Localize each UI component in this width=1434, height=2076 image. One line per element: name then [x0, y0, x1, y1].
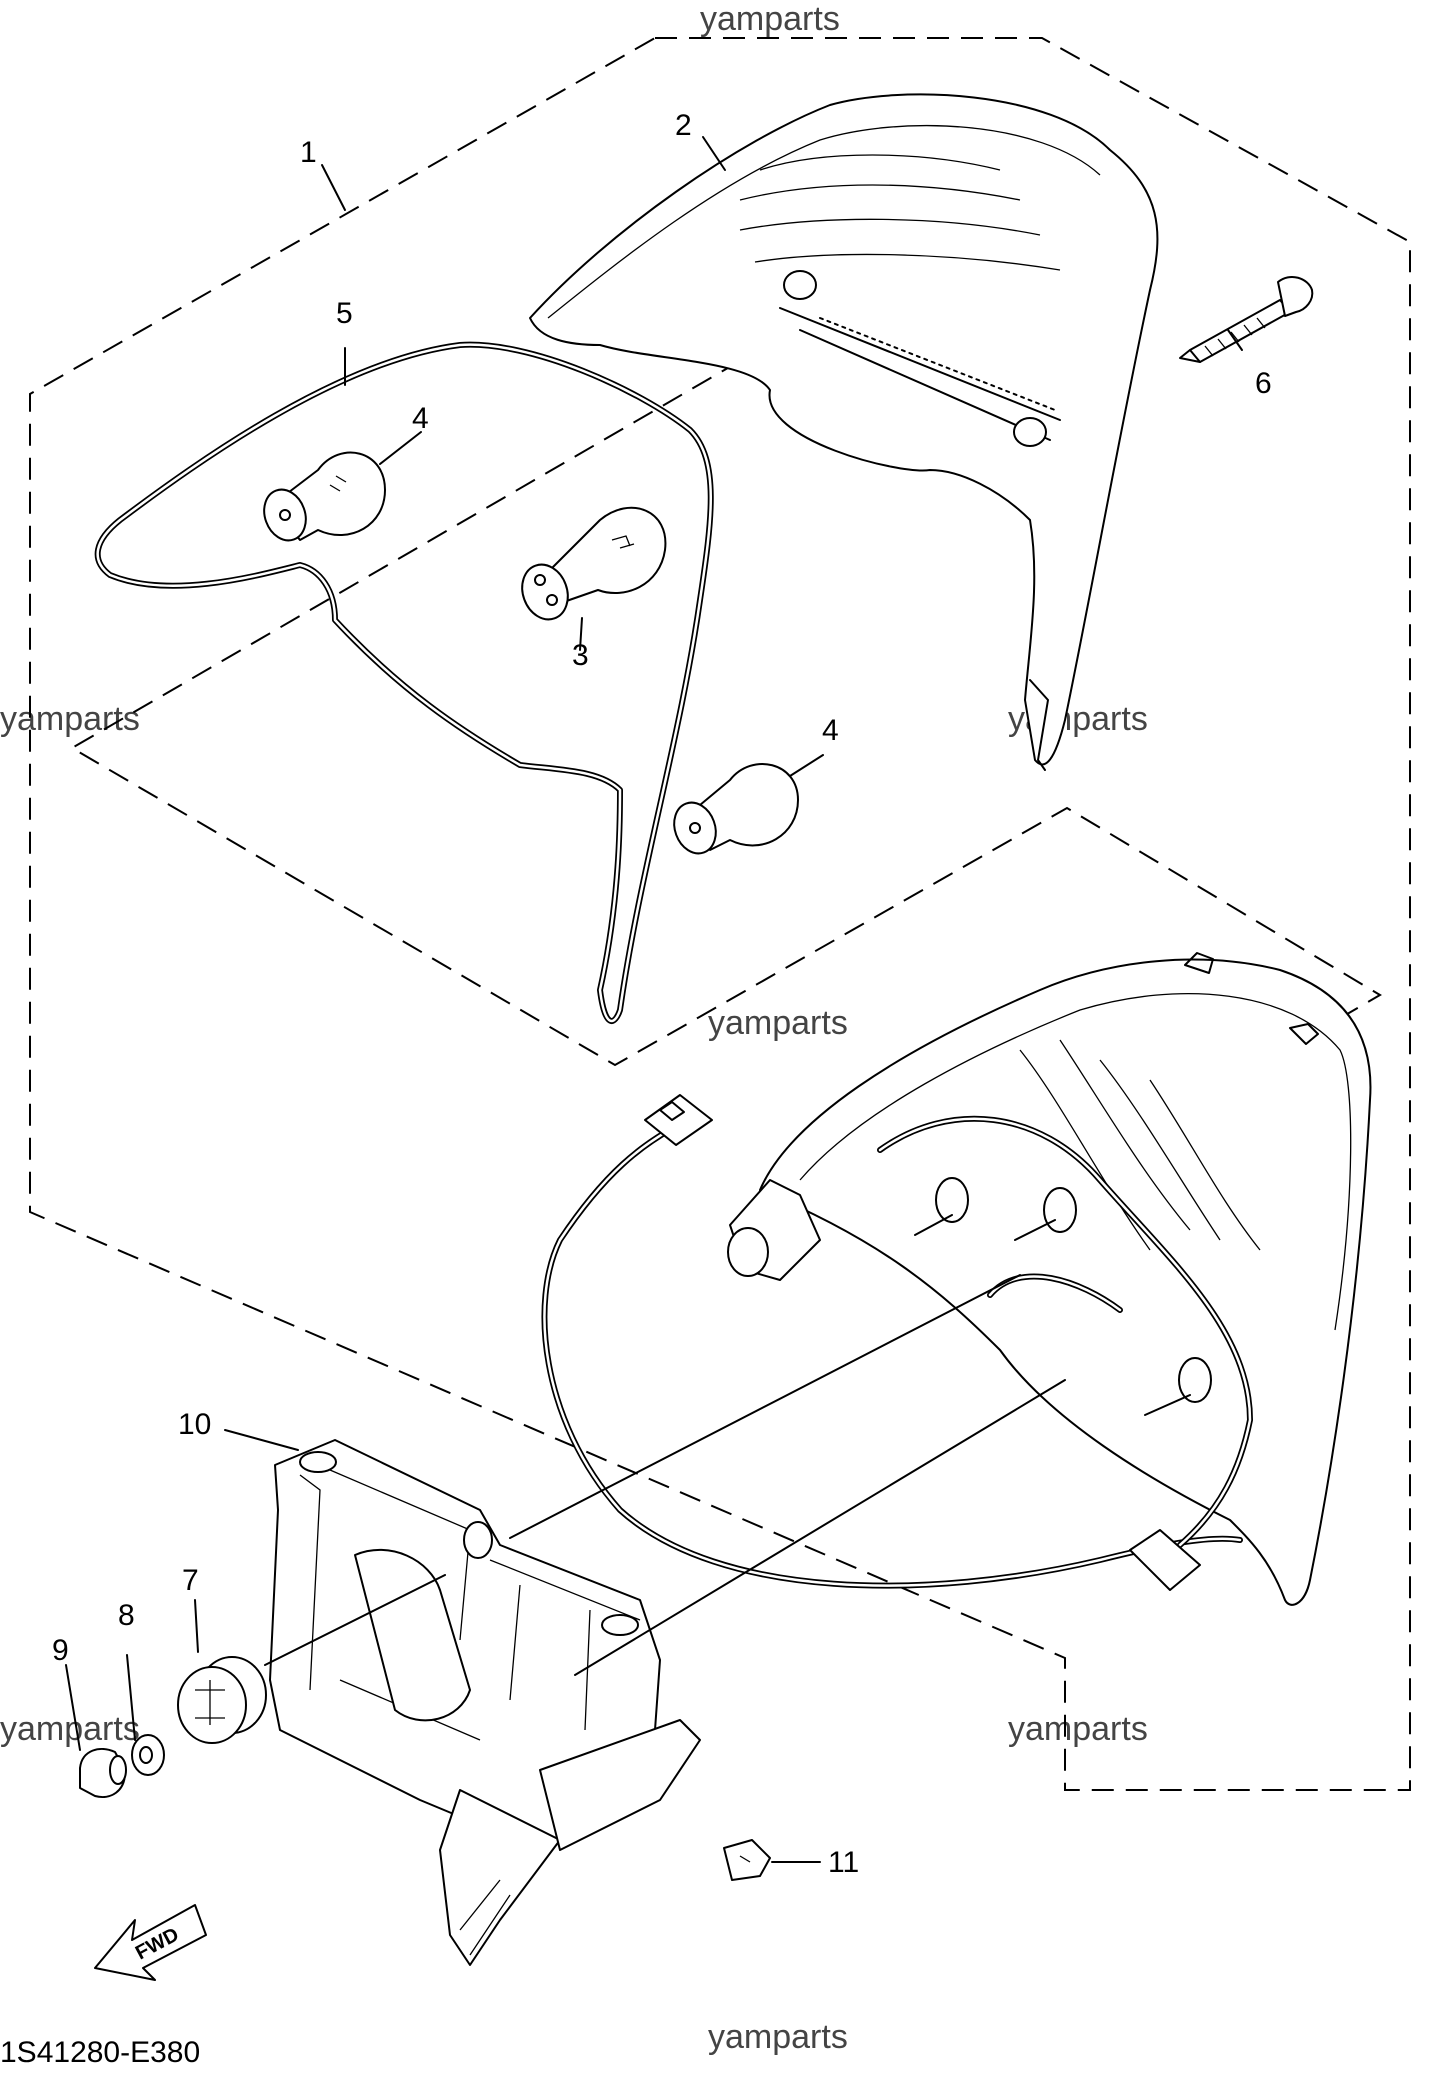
callout-4-upper: 4 [412, 402, 429, 435]
assembly-outline [29, 37, 1411, 1791]
callout-3: 3 [572, 639, 589, 672]
grommet [177, 1656, 267, 1744]
watermarks: yamparts yamparts yamparts yamparts yamp… [0, 0, 1148, 2056]
washer [131, 1734, 165, 1776]
bulb-lower [673, 763, 799, 855]
callout-1: 1 [300, 136, 317, 169]
bulb-double [521, 506, 667, 621]
gasket [94, 341, 714, 1025]
callout-5: 5 [336, 297, 353, 330]
callout-9: 9 [52, 1634, 69, 1667]
nut [79, 1748, 127, 1798]
callout-7: 7 [182, 1564, 199, 1597]
watermark-left-lower: yamparts [0, 1710, 140, 1748]
callout-2: 2 [675, 109, 692, 142]
watermark-top: yamparts [700, 0, 840, 38]
watermark-right-lower: yamparts [1008, 1710, 1148, 1748]
callout-4-lower: 4 [822, 714, 839, 747]
callout-8: 8 [118, 1599, 135, 1632]
watermark-left-upper: yamparts [0, 700, 140, 738]
callouts: 1 2 3 4 4 5 6 7 8 9 10 11 [52, 109, 1272, 1879]
tail-lens [529, 93, 1159, 771]
watermark-bottom: yamparts [708, 2018, 848, 2056]
nut-clip [723, 1839, 771, 1881]
tail-light-housing [541, 952, 1372, 1606]
bulb-upper [263, 451, 386, 542]
forward-arrow-icon: FWD [94, 1904, 207, 1981]
tapping-screw [1179, 275, 1314, 363]
callout-10: 10 [178, 1408, 211, 1441]
leader-lines [65, 136, 1243, 1863]
callout-6: 6 [1255, 367, 1272, 400]
callout-11: 11 [828, 1846, 859, 1879]
bracket [269, 1439, 701, 1966]
watermark-center: yamparts [708, 1004, 848, 1042]
diagram-code: 1S41280-E380 [0, 2036, 200, 2069]
